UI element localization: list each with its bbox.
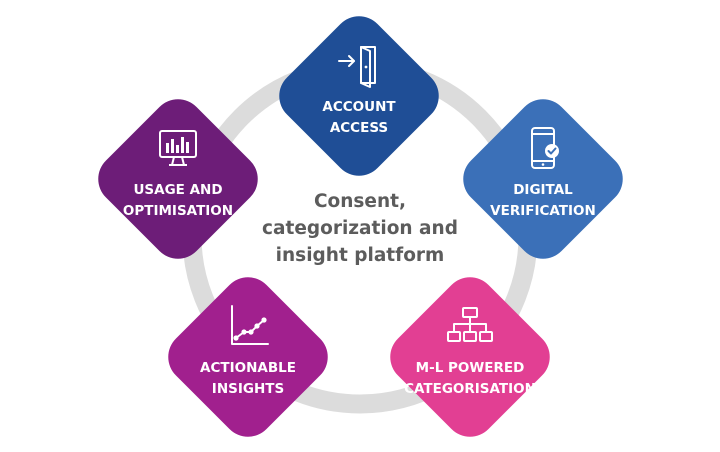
node-usage-optimisation: USAGE AND OPTIMISATION: [83, 84, 273, 274]
node-digital-verification: DIGITAL VERIFICATION: [448, 84, 638, 274]
monitor-chart-icon: [159, 130, 197, 166]
node-label-line-1: ACCOUNT: [322, 99, 396, 115]
node-label-line-1: DIGITAL: [513, 182, 573, 198]
node-label: DIGITAL VERIFICATION: [448, 180, 638, 222]
center-title-line-1: Consent,: [313, 191, 407, 212]
node-label-line-1: ACTIONABLE: [200, 360, 296, 376]
center-title-line-3: insight platform: [275, 245, 445, 266]
node-label-line-2: CATEGORISATION: [404, 381, 536, 397]
node-account-access: ACCOUNT ACCESS: [264, 1, 454, 191]
diamond-shape: [87, 88, 269, 270]
node-label: M-L POWERED CATEGORISATION: [375, 358, 565, 400]
node-label-line-1: M-L POWERED: [415, 360, 525, 376]
diamond-shape: [379, 266, 561, 448]
node-ml-categorisation: M-L POWERED CATEGORISATION: [375, 262, 565, 452]
center-title: Consent, categorization and insight plat…: [255, 188, 465, 269]
line-graph-icon: [231, 305, 269, 345]
diamond-shape: [268, 5, 450, 187]
node-label-line-2: OPTIMISATION: [122, 203, 234, 219]
node-label-line-2: ACCESS: [329, 120, 389, 136]
center-title-line-2: categorization and: [262, 218, 458, 239]
node-label-line-2: INSIGHTS: [211, 381, 285, 397]
node-label: USAGE AND OPTIMISATION: [83, 180, 273, 222]
node-label: ACTIONABLE INSIGHTS: [153, 358, 343, 400]
door-enter-icon: [338, 46, 376, 88]
node-label: ACCOUNT ACCESS: [264, 97, 454, 139]
node-label-line-1: USAGE AND: [133, 182, 223, 198]
node-label-line-2: VERIFICATION: [490, 203, 596, 219]
node-actionable-insights: ACTIONABLE INSIGHTS: [153, 262, 343, 452]
diamond-shape: [452, 88, 634, 270]
phone-check-icon: [531, 127, 559, 169]
hierarchy-icon: [447, 307, 493, 342]
diamond-shape: [157, 266, 339, 448]
